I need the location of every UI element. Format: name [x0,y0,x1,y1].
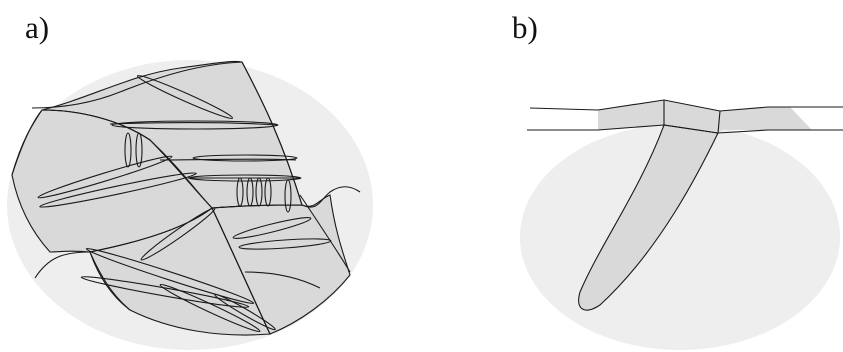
panel-a-label: a) [25,10,50,45]
panel-a-lens-20 [214,293,276,331]
panel-a-lens-2 [111,120,279,130]
panel-a-lens-4 [39,172,197,208]
panel-a-fault-line-7 [299,194,351,273]
panel-a-diagram [7,60,373,350]
panel-a-fault-line-3 [41,109,271,335]
panel-a-lens-14 [140,207,216,261]
panel-a-fault-line-4 [11,109,43,176]
panel-a-fault-line-6 [211,186,361,209]
panel-a-lens-7 [192,154,298,162]
panel-a-lens-13 [284,179,292,213]
panel-a-lens-1 [136,74,234,120]
panel-b-label: b) [512,10,538,45]
panel-a-lens-12 [264,177,272,207]
panel-a-lens-17 [85,247,255,305]
panel-a-fault-line-1 [31,61,243,109]
panel-a-fault-line-8 [89,251,131,311]
panel-a-lens-8 [188,174,302,182]
panel-a-horizontal-line-1 [159,158,297,161]
panel-b-dike [578,124,719,311]
panel-a-lens-11 [255,177,263,207]
panel-a-lens-9 [236,177,244,207]
panel-a-lens-6 [135,132,143,168]
panel-b-upper-layer-line [529,99,843,112]
panel-a-horizontal-line-3 [109,122,279,126]
panel-b-diagram [520,99,843,350]
panel-b-offset-line-2 [717,110,721,134]
panel-a-lens-3 [37,155,173,199]
panel-a-lens-15 [232,217,312,239]
panel-a-lens-19 [159,283,261,333]
panel-a-lens-16 [238,238,332,250]
panel-a-lens-18 [80,276,250,308]
panel-a-lens-10 [246,177,254,207]
panel-b-lower-layer-line [527,124,843,134]
panel-a-horizontal-line-4 [244,271,321,289]
panel-a-lens-5 [124,132,132,168]
